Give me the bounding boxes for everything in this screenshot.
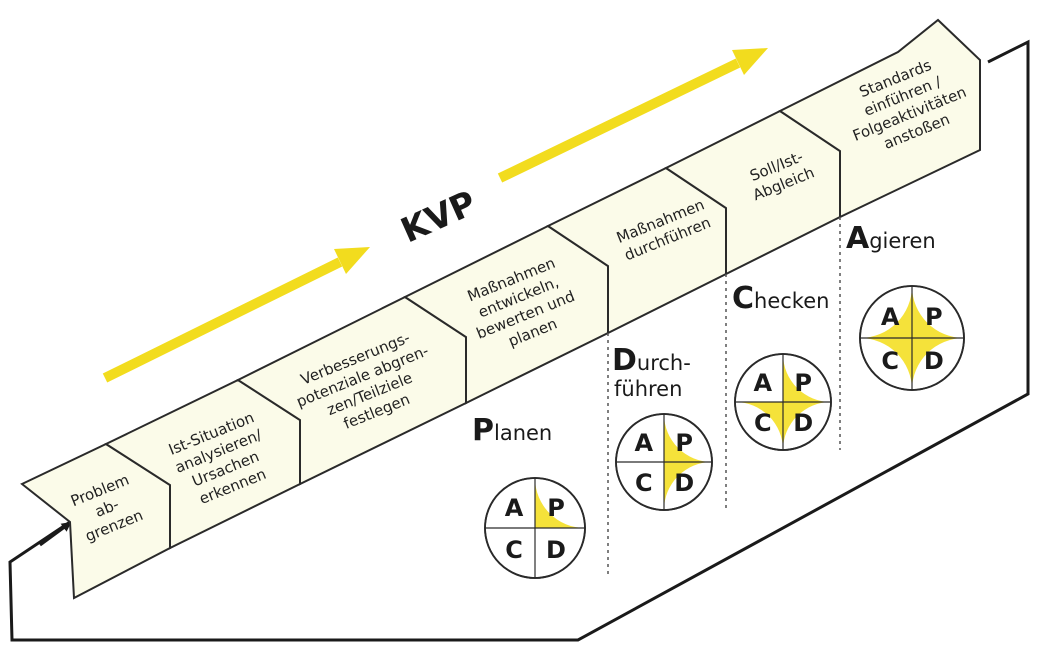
pdca-quadrant-fill [783, 354, 831, 402]
phase-label-rest: lanen [494, 421, 552, 445]
pdca-quadrant-fill [535, 478, 585, 528]
process-step: Problemab-grenzen [20, 442, 171, 600]
phase-label-initial: D [612, 343, 637, 378]
pdca-quadrant-fill [860, 338, 912, 390]
process-step: Ist-Situationanalysieren/Ursachenerkenne… [103, 378, 301, 550]
process-step: Verbesserungs-potenziale abgren-zen/Teil… [235, 295, 467, 486]
direction-arrow-lower [102, 247, 370, 383]
process-step: Maßnahmenentwickeln,bewerten undplanen [402, 224, 609, 405]
pdca-letter: D [546, 536, 566, 564]
phase-label-text: Durch-führen [612, 343, 691, 401]
phase-label-rest: hecken [754, 289, 829, 313]
feedback-loop-arrow [39, 521, 72, 547]
pdca-quadrant-fill [860, 286, 912, 338]
phase-label: Durch-führen [612, 343, 691, 401]
phase-label-initial: C [732, 281, 754, 316]
pdca-letter: P [794, 369, 812, 397]
pdca-letter: A [754, 369, 773, 397]
process-step: Standardseinführen /Folgeaktivitätenanst… [778, 18, 981, 219]
phase-label-initial: P [472, 413, 494, 448]
pdca-letter: C [635, 469, 653, 497]
pdca-letter: D [674, 469, 694, 497]
pdca-letter: A [881, 303, 900, 331]
process-step-label: Soll/Ist-Abgleich [743, 146, 817, 205]
pdca-quadrant-fill [783, 402, 831, 450]
process-band: Problemab-grenzenIst-Situationanalysiere… [20, 18, 981, 600]
phase-label-rest: gieren [869, 229, 936, 253]
pdca-letter: A [635, 429, 654, 457]
pdca-letter: D [924, 347, 944, 375]
phase-label-initial: A [846, 221, 870, 256]
pdca-letter: C [505, 536, 523, 564]
feedback-loop-line [8, 39, 1030, 642]
phase-label-text: Checken [732, 281, 829, 316]
phase-label-text: Planen [472, 413, 552, 448]
phase-label: Planen [472, 413, 552, 448]
direction-arrow-upper [497, 48, 768, 183]
pdca-letter: C [754, 409, 772, 437]
phase-label-rest: urch- [637, 351, 691, 375]
process-step: Soll/Ist-Abgleich [664, 109, 841, 276]
pdca-letter: C [881, 347, 899, 375]
pdca-quadrant-fill [664, 462, 712, 510]
pdca-quadrant-fill [912, 286, 964, 338]
pdca-letter: P [675, 429, 693, 457]
kvp-title: KVP [395, 183, 482, 251]
phase-label-rest: führen [614, 377, 682, 401]
pdca-letter: A [505, 494, 524, 522]
pdca-quadrant-fill [912, 338, 964, 390]
pdca-quadrant-fill [664, 414, 712, 462]
phase-label-text: Agieren [846, 221, 936, 256]
phase-label: Checken [732, 281, 829, 316]
pdca-letter: D [793, 409, 813, 437]
phase-label: Agieren [846, 221, 936, 256]
pdca-quadrant-fill [735, 402, 783, 450]
pdca-letter: P [925, 303, 943, 331]
phase-dividers [607, 217, 841, 575]
process-step-label: Problemab-grenzen [68, 471, 146, 546]
pdca-letter: P [547, 494, 565, 522]
process-step-shape [778, 18, 981, 219]
